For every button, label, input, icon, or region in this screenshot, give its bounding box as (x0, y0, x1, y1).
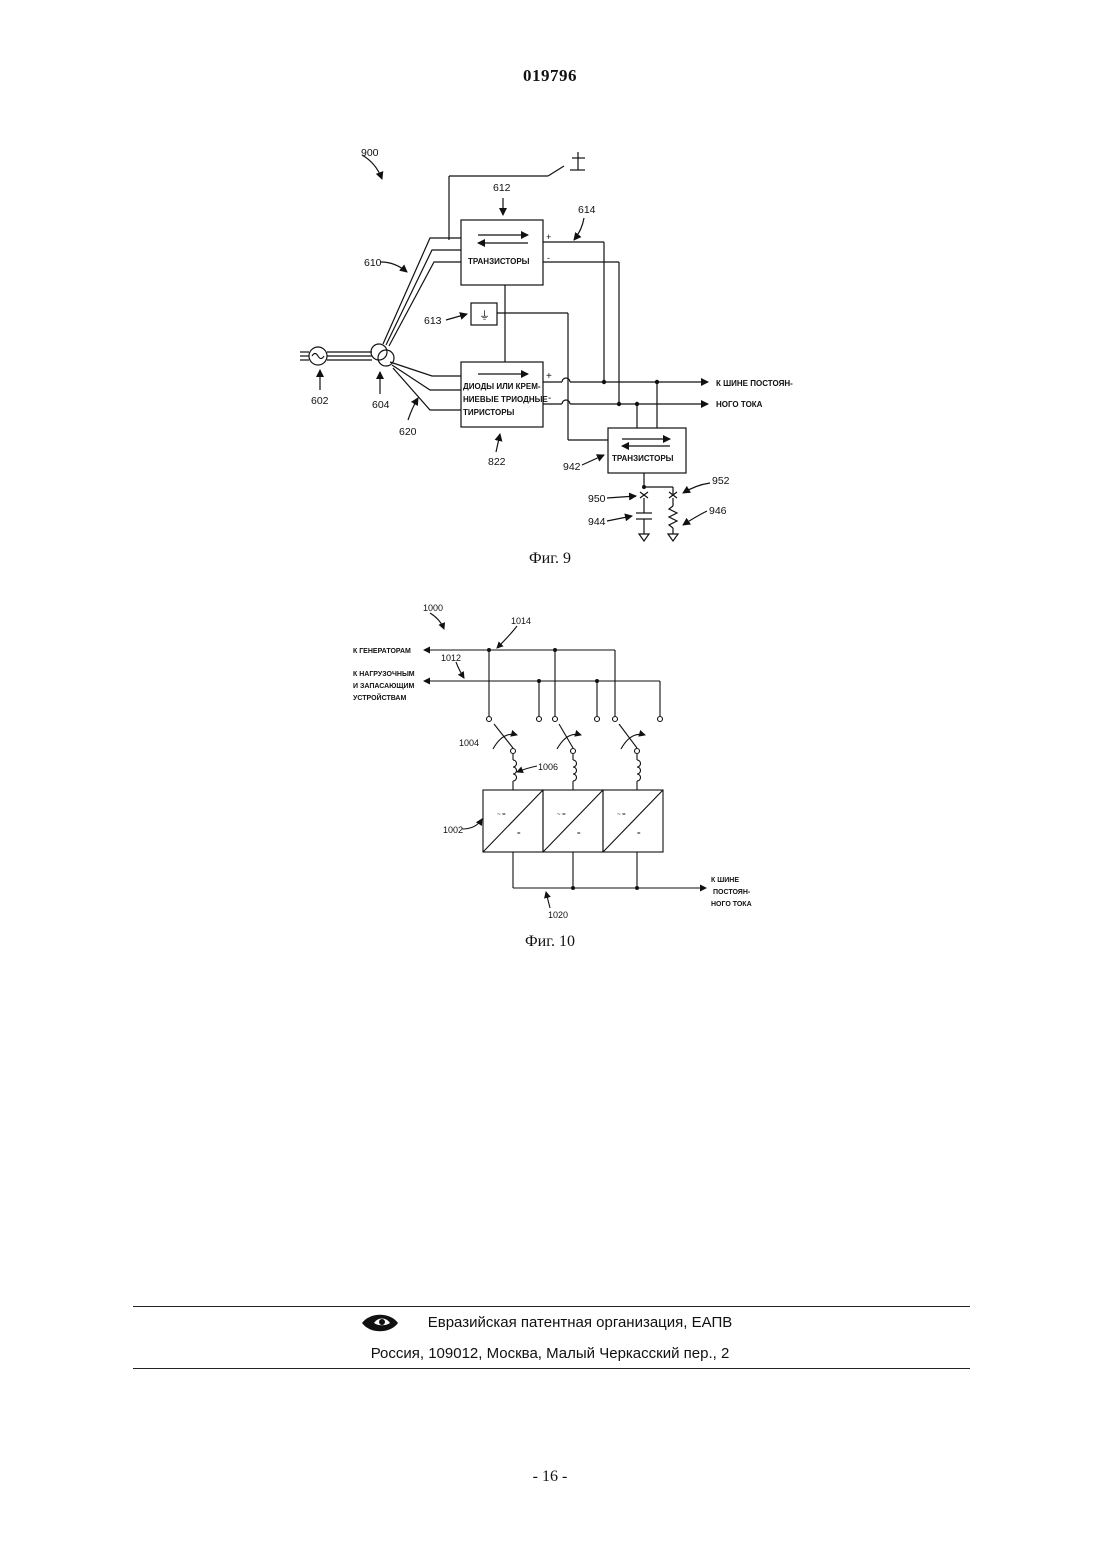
dc-bus-line1: К ШИНЕ (711, 877, 739, 884)
box-bottom-line1: ДИОДЫ ИЛИ КРЕМ- (463, 382, 541, 391)
svg-text:⏚: ⏚ (479, 309, 490, 322)
inductor-symbols (513, 754, 641, 790)
ref-1004: 1004 (459, 738, 479, 748)
dc-bus-line3: НОГО ТОКА (711, 901, 752, 908)
ref-602: 602 (311, 395, 329, 407)
ref-1014: 1014 (511, 616, 531, 626)
conv1-dc: = (517, 831, 521, 837)
ref-614: 614 (578, 204, 596, 216)
ref-944: 944 (588, 516, 606, 528)
ref-1020: 1020 (548, 910, 568, 920)
ref-900: 900 (361, 147, 379, 159)
ref-1000: 1000 (423, 603, 443, 613)
minus-top: - (547, 253, 550, 263)
dc-bus-label-line2: НОГО ТОКА (716, 400, 763, 409)
footer-bottom-rule (133, 1368, 970, 1369)
footer-top-rule (133, 1306, 970, 1307)
label-loads-line3: УСТРОЙСТВАМ (353, 693, 406, 702)
resistor-symbol (669, 506, 677, 528)
conv3-dc: = (637, 831, 641, 837)
transistor-converter-box-top (461, 220, 543, 285)
ref-1006: 1006 (538, 762, 558, 772)
ref-613: 613 (424, 315, 442, 327)
box-bottom-line2: НИЕВЫЕ ТРИОДНЫЕ (463, 395, 548, 404)
ref-952: 952 (712, 475, 730, 487)
conv2-dc: = (577, 831, 581, 837)
plus-bottom: + (546, 371, 552, 382)
dc-bus-label-line1: К ШИНЕ ПОСТОЯН- (716, 379, 793, 388)
footer-org: Евразийская патентная организация, ЕАПВ (0, 1314, 1100, 1331)
page-number: - 16 - (0, 1468, 1100, 1486)
dc-bus-line2: ПОСТОЯН- (713, 889, 751, 896)
label-loads-line1: К НАГРУЗОЧНЫМ (353, 671, 415, 678)
ref-610: 610 (364, 257, 382, 269)
ref-942: 942 (563, 461, 581, 473)
box-bottom-line3: ТИРИСТОРЫ (463, 408, 515, 417)
ref-822: 822 (488, 456, 506, 468)
figure-9-diagram: ⏚ 900 612 614 610 613 602 604 620 822 94… (0, 140, 1100, 550)
ref-612: 612 (493, 182, 511, 194)
figure-9-caption: Фиг. 9 (0, 550, 1100, 568)
figure-10-diagram: 1000 1014 1012 1004 1006 1002 1020 К ГЕН… (0, 598, 1100, 928)
ref-620: 620 (399, 426, 417, 438)
conv2-ac: ~ = (557, 812, 566, 818)
label-loads-line2: И ЗАПАСАЮЩИМ (353, 683, 415, 690)
box-right-label: ТРАНЗИСТОРЫ (612, 454, 674, 463)
ref-1002: 1002 (443, 825, 463, 835)
transformer-symbol-a (371, 344, 387, 360)
label-generators: К ГЕНЕРАТОРАМ (353, 648, 411, 655)
ref-950: 950 (588, 493, 606, 505)
patent-number: 019796 (0, 66, 1100, 86)
ref-604: 604 (372, 399, 390, 411)
conv3-ac: ~ = (617, 812, 626, 818)
figure-10-caption: Фиг. 10 (0, 933, 1100, 951)
transformer-symbol-b (378, 350, 394, 366)
plus-top: + (546, 232, 551, 242)
footer-address: Россия, 109012, Москва, Малый Черкасский… (0, 1345, 1100, 1362)
ref-946: 946 (709, 505, 727, 517)
transistor-converter-box-right (608, 428, 686, 473)
conv1-ac: ~ = (497, 812, 506, 818)
box-top-label: ТРАНЗИСТОРЫ (468, 257, 530, 266)
minus-bottom: - (548, 393, 551, 404)
ref-1012: 1012 (441, 653, 461, 663)
